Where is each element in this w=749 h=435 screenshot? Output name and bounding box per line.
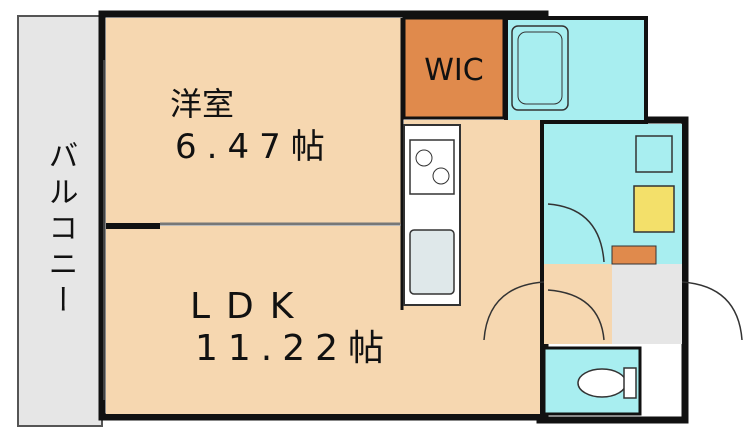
hall-door-swing	[483, 281, 545, 341]
entrance-door-swing	[681, 281, 743, 341]
western-room	[106, 18, 402, 224]
hall-inner-door-swing	[547, 289, 605, 341]
stove-burner	[432, 167, 450, 185]
washer	[635, 135, 673, 173]
ldk-name: LDK	[190, 286, 309, 327]
western-room-name: 洋室	[170, 85, 234, 123]
toilet	[577, 368, 627, 398]
toilet-tank	[623, 367, 637, 399]
stove-burner	[415, 149, 433, 167]
kitchen-sink	[409, 229, 455, 295]
wic-room	[402, 16, 506, 120]
bathtub	[511, 25, 569, 111]
wic-label: WIC	[424, 53, 483, 88]
shoe-cabinet	[611, 245, 657, 265]
bathtub-inner	[517, 31, 563, 105]
entrance	[612, 264, 682, 344]
western-room-size: 6.47帖	[175, 127, 335, 167]
balcony-label: バルコニー	[43, 140, 78, 320]
entrance-hall	[544, 264, 612, 344]
stove	[409, 139, 455, 195]
wash-basin	[633, 185, 675, 233]
wash-door-swing	[547, 203, 605, 263]
ldk-size: 11.22帖	[195, 328, 394, 369]
balcony-area	[17, 15, 103, 427]
